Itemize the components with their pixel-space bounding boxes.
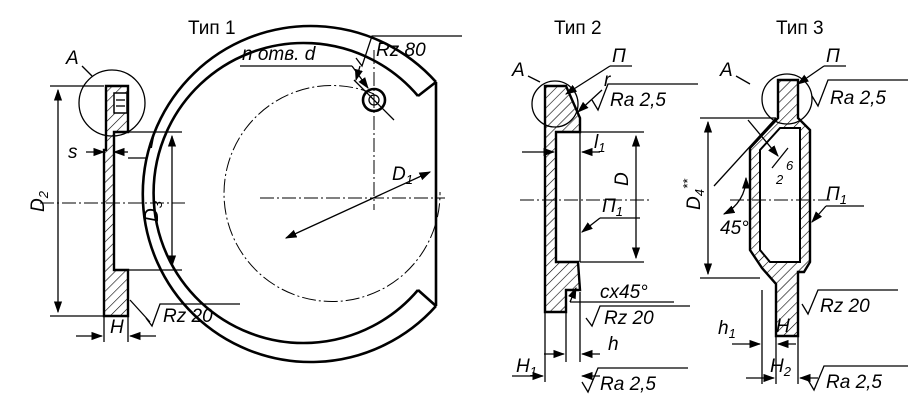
type1-section-view: Тип 1 A D2 D3 s l H	[28, 18, 240, 342]
type3-surface-p1: П1	[826, 184, 847, 207]
type2-surface-p: П	[612, 46, 626, 67]
type2-view-label: A	[511, 60, 525, 81]
type3-dim-2: 2	[775, 172, 784, 187]
type2-roughness-top: Ra 2,5	[610, 90, 666, 111]
type1-plan-view: n отв. d Rz 80 D1	[141, 24, 462, 364]
type1-dim-s: s	[68, 142, 78, 163]
type2-dim-h: h	[608, 334, 619, 355]
type1-title: Тип 1	[188, 18, 236, 39]
type3-dim-h: H	[776, 316, 790, 337]
type3-roughness-bottom: Ra 2,5	[826, 372, 882, 393]
type3-surface-p: П	[826, 46, 840, 67]
type2-surface-p1: П1	[602, 196, 623, 219]
type1-dim-h: H	[110, 317, 124, 338]
type1-view-label: A	[65, 48, 79, 69]
type3-section-view: Тип 3 A П Ra 2,5 D4** 45° 2 6 П1 Rz 20 H	[680, 18, 908, 393]
type1-dim-l: l	[150, 132, 155, 153]
type3-dim-6: 6	[786, 158, 794, 173]
type3-angle: 45°	[720, 218, 749, 239]
type2-roughness-bottom: Ra 2,5	[600, 374, 656, 395]
plan-outer-arc	[141, 24, 437, 364]
type2-dim-d: D	[612, 172, 633, 186]
type3-roughness-top: Ra 2,5	[830, 88, 886, 109]
plan-holes-note: n отв. d	[242, 44, 317, 65]
type1-dim-d3: D3	[142, 200, 165, 222]
type3-dim-h2: H2	[770, 356, 792, 379]
type2-ring-profile	[543, 84, 582, 314]
type1-dim-d2: D2	[28, 190, 51, 212]
type2-chamfer: cx45°	[600, 282, 648, 303]
type2-dim-l1: l1	[594, 132, 605, 155]
type3-roughness-mid: Rz 20	[820, 296, 870, 317]
type3-dim-h1: h1	[718, 318, 736, 341]
type3-title: Тип 3	[776, 18, 824, 39]
type2-title: Тип 2	[554, 18, 602, 39]
type3-view-label: A	[719, 60, 733, 81]
plan-roughness: Rz 80	[376, 40, 426, 61]
type2-dim-h1: H1	[516, 356, 537, 379]
type1-ring-profile	[102, 84, 130, 318]
type2-roughness-mid: Rz 20	[604, 308, 654, 329]
type3-dim-d4: D4**	[680, 178, 707, 210]
plan-dim-d1: D1	[392, 164, 413, 187]
type2-section-view: Тип 2 A П r Ra 2,5 l1 D П1 cx45° Rz 20	[511, 18, 698, 395]
type2-radius: r	[604, 70, 611, 91]
